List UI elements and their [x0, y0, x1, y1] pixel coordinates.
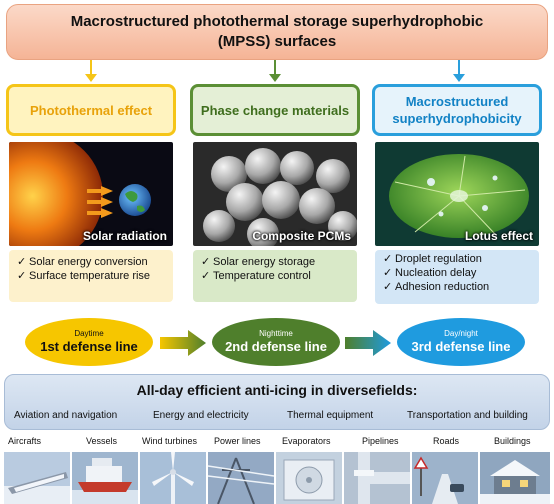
heading-photothermal: Photothermal effect: [6, 84, 176, 136]
app-label-evaporators: Evaporators: [282, 436, 331, 446]
defense-line-1: Daytime 1st defense line: [25, 318, 153, 366]
solar-radiation-image: Solar radiation: [9, 142, 173, 246]
defense-label: 3rd defense line: [411, 339, 511, 354]
title-line-2: (MPSS) surfaces: [217, 33, 337, 50]
bullet-item: ✓Droplet regulation: [383, 253, 482, 265]
connector-3-arrow: [453, 74, 465, 82]
superhydrophobicity-bullets: ✓Droplet regulation ✓Nucleation delay ✓A…: [375, 250, 539, 304]
composite-pcms-image: Composite PCMs: [193, 142, 357, 246]
defense-time: Daytime: [74, 329, 104, 338]
defense-label: 2nd defense line: [225, 339, 327, 354]
connector-1: [90, 60, 92, 76]
app-label-power-lines: Power lines: [214, 436, 261, 446]
check-icon: ✓: [17, 256, 27, 268]
power-line-image: [208, 452, 274, 504]
field-label: Thermal equipment: [287, 410, 374, 421]
app-label-vessels: Vessels: [86, 436, 118, 446]
building-image: [480, 452, 550, 504]
bullet-item: ✓Temperature control: [201, 270, 311, 282]
evaporator-image: [276, 452, 342, 504]
defense-label: 1st defense line: [40, 339, 138, 354]
arrow-right-icon: [345, 330, 391, 356]
lotus-effect-image: Lotus effect: [375, 142, 539, 246]
app-label-aircrafts: Aircrafts: [8, 436, 42, 446]
bullet-item: ✓Solar energy storage: [201, 256, 316, 268]
field-label: Transportation and building: [407, 410, 528, 421]
defense-line-3: Day/night 3rd defense line: [397, 318, 525, 366]
connector-1-arrow: [85, 74, 97, 82]
defense-time: Nighttime: [259, 329, 293, 338]
composite-pcms-label: Composite PCMs: [252, 229, 351, 243]
bullet-item: ✓Nucleation delay: [383, 267, 477, 279]
check-icon: ✓: [383, 267, 393, 279]
defense-time: Day/night: [444, 329, 478, 338]
field-label: Aviation and navigation: [14, 410, 118, 421]
banner-title: All-day efficient anti-icing in diversef…: [136, 382, 418, 398]
title-line-1: Macrostructured photothermal storage sup…: [70, 13, 484, 30]
bullet-item: ✓Solar energy conversion: [17, 256, 148, 268]
app-label-buildings: Buildings: [494, 436, 531, 446]
connector-2: [274, 60, 276, 76]
connector-2-arrow: [269, 74, 281, 82]
heading-superhydrophobicity: Macrostructured superhydrophobicity: [372, 84, 542, 136]
check-icon: ✓: [201, 270, 211, 282]
app-label-wind-turbines: Wind turbines: [142, 436, 198, 446]
field-label: Energy and electricity: [153, 410, 249, 421]
connector-3: [458, 60, 460, 76]
app-label-roads: Roads: [433, 436, 460, 446]
wind-turbine-image: [140, 452, 206, 504]
bullet-item: ✓Adhesion reduction: [383, 281, 490, 293]
photothermal-bullets: ✓Solar energy conversion ✓Surface temper…: [9, 250, 173, 302]
arrow-right-icon: [160, 330, 206, 356]
app-label-pipelines: Pipelines: [362, 436, 399, 446]
pcm-bullets: ✓Solar energy storage ✓Temperature contr…: [193, 250, 357, 302]
title-box: Macrostructured photothermal storage sup…: [6, 4, 548, 60]
check-icon: ✓: [17, 270, 27, 282]
application-banner: [4, 374, 550, 430]
check-icon: ✓: [383, 281, 393, 293]
aircraft-image: [4, 452, 70, 504]
road-image: [412, 452, 478, 504]
solar-radiation-label: Solar radiation: [82, 229, 167, 243]
bullet-item: ✓Surface temperature rise: [17, 270, 151, 282]
pipeline-image: [344, 452, 410, 504]
defense-line-2: Nighttime 2nd defense line: [212, 318, 340, 366]
heading-pcm: Phase change materials: [190, 84, 360, 136]
lotus-effect-label: Lotus effect: [464, 229, 533, 243]
check-icon: ✓: [383, 253, 393, 265]
check-icon: ✓: [201, 256, 211, 268]
vessel-image: [72, 452, 138, 504]
